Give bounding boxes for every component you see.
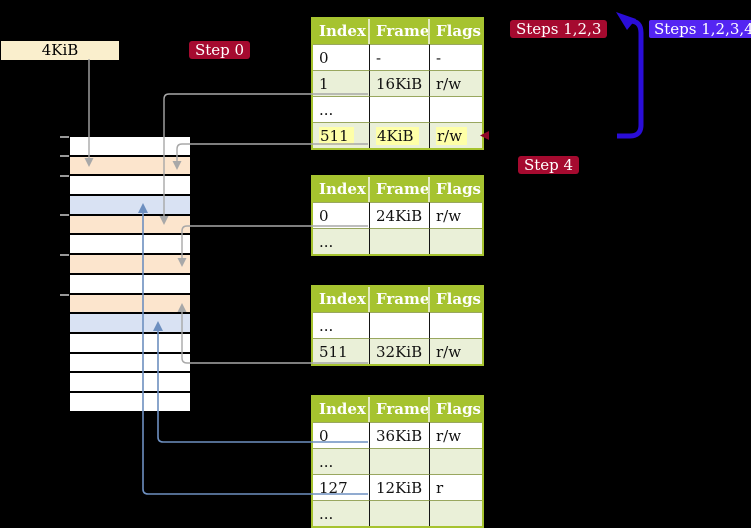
memory-frame-row-10 <box>70 314 190 334</box>
table-header-row: Index Frame Flags <box>313 397 482 422</box>
table-row: 0 36KiB r/w <box>313 422 482 448</box>
table-header-row: Index Frame Flags <box>313 19 482 44</box>
header-index: Index <box>313 177 370 202</box>
page-table-3: Index Frame Flags ... 511 32KiB r/w <box>311 285 484 366</box>
memory-frame-row-11 <box>70 333 190 354</box>
table-row: 0 - - <box>313 44 482 70</box>
memory-frame-row-6 <box>70 235 190 256</box>
memory-tick <box>60 254 69 256</box>
header-flags: Flags <box>430 397 482 422</box>
table-header-row: Index Frame Flags <box>313 287 482 312</box>
memory-frame-row-2 <box>70 156 190 177</box>
step0-label: Step 0 <box>189 41 251 59</box>
table-row: 127 12KiB r <box>313 474 482 500</box>
big-arrowhead-up-left <box>616 12 636 30</box>
table-header-row: Index Frame Flags <box>313 177 482 202</box>
highlighted-value: 511 <box>319 126 354 145</box>
memory-frame-row-8 <box>70 274 190 295</box>
memory-frame-row-9 <box>70 294 190 315</box>
big-steps-arrow <box>616 12 644 139</box>
highlighted-value: r/w <box>436 126 468 145</box>
table-row: ... <box>313 500 482 526</box>
table-row: 511 32KiB r/w <box>313 338 482 364</box>
memory-frame-row-1 <box>70 137 190 157</box>
memory-frame-row-4 <box>70 196 190 216</box>
table-row: ... <box>313 96 482 122</box>
memory-tick <box>60 175 69 177</box>
highlighted-value: 4KiB <box>376 126 419 145</box>
steps-1234-label: Steps 1,2,3,4 <box>649 20 751 38</box>
header-index: Index <box>313 287 370 312</box>
memory-tick <box>60 136 69 138</box>
page-size-label: 4KiB <box>1 41 119 60</box>
header-frame: Frame <box>370 287 430 312</box>
physical-memory-column <box>70 137 190 413</box>
memory-tick <box>60 155 69 157</box>
memory-tick <box>60 294 69 296</box>
memory-tick <box>60 214 69 216</box>
header-frame: Frame <box>370 397 430 422</box>
table-row: 1 16KiB r/w <box>313 70 482 96</box>
table-row: ... <box>313 228 482 254</box>
header-index: Index <box>313 397 370 422</box>
page-table-2: Index Frame Flags 0 24KiB r/w ... <box>311 175 484 256</box>
header-index: Index <box>313 19 370 44</box>
memory-frame-row-12 <box>70 353 190 374</box>
steps-123-label: Steps 1,2,3 <box>510 20 608 38</box>
step4-label: Step 4 <box>518 156 580 174</box>
header-frame: Frame <box>370 177 430 202</box>
memory-frame-row-3 <box>70 176 190 197</box>
memory-frame-row-7 <box>70 255 190 275</box>
header-flags: Flags <box>430 19 482 44</box>
table-row: 0 24KiB r/w <box>313 202 482 228</box>
header-flags: Flags <box>430 287 482 312</box>
page-table-level-top: Index Frame Flags 0 - - 1 16KiB r/w ... … <box>311 17 484 150</box>
header-frame: Frame <box>370 19 430 44</box>
page-table-4: Index Frame Flags 0 36KiB r/w ... 127 12… <box>311 395 484 528</box>
table-row: ... <box>313 312 482 338</box>
memory-frame-row-5 <box>70 215 190 236</box>
table-row-highlighted: 511 4KiB r/w <box>313 122 482 148</box>
memory-frame-row-14 <box>70 392 190 413</box>
header-flags: Flags <box>430 177 482 202</box>
table-row: ... <box>313 448 482 474</box>
memory-frame-row-13 <box>70 373 190 393</box>
